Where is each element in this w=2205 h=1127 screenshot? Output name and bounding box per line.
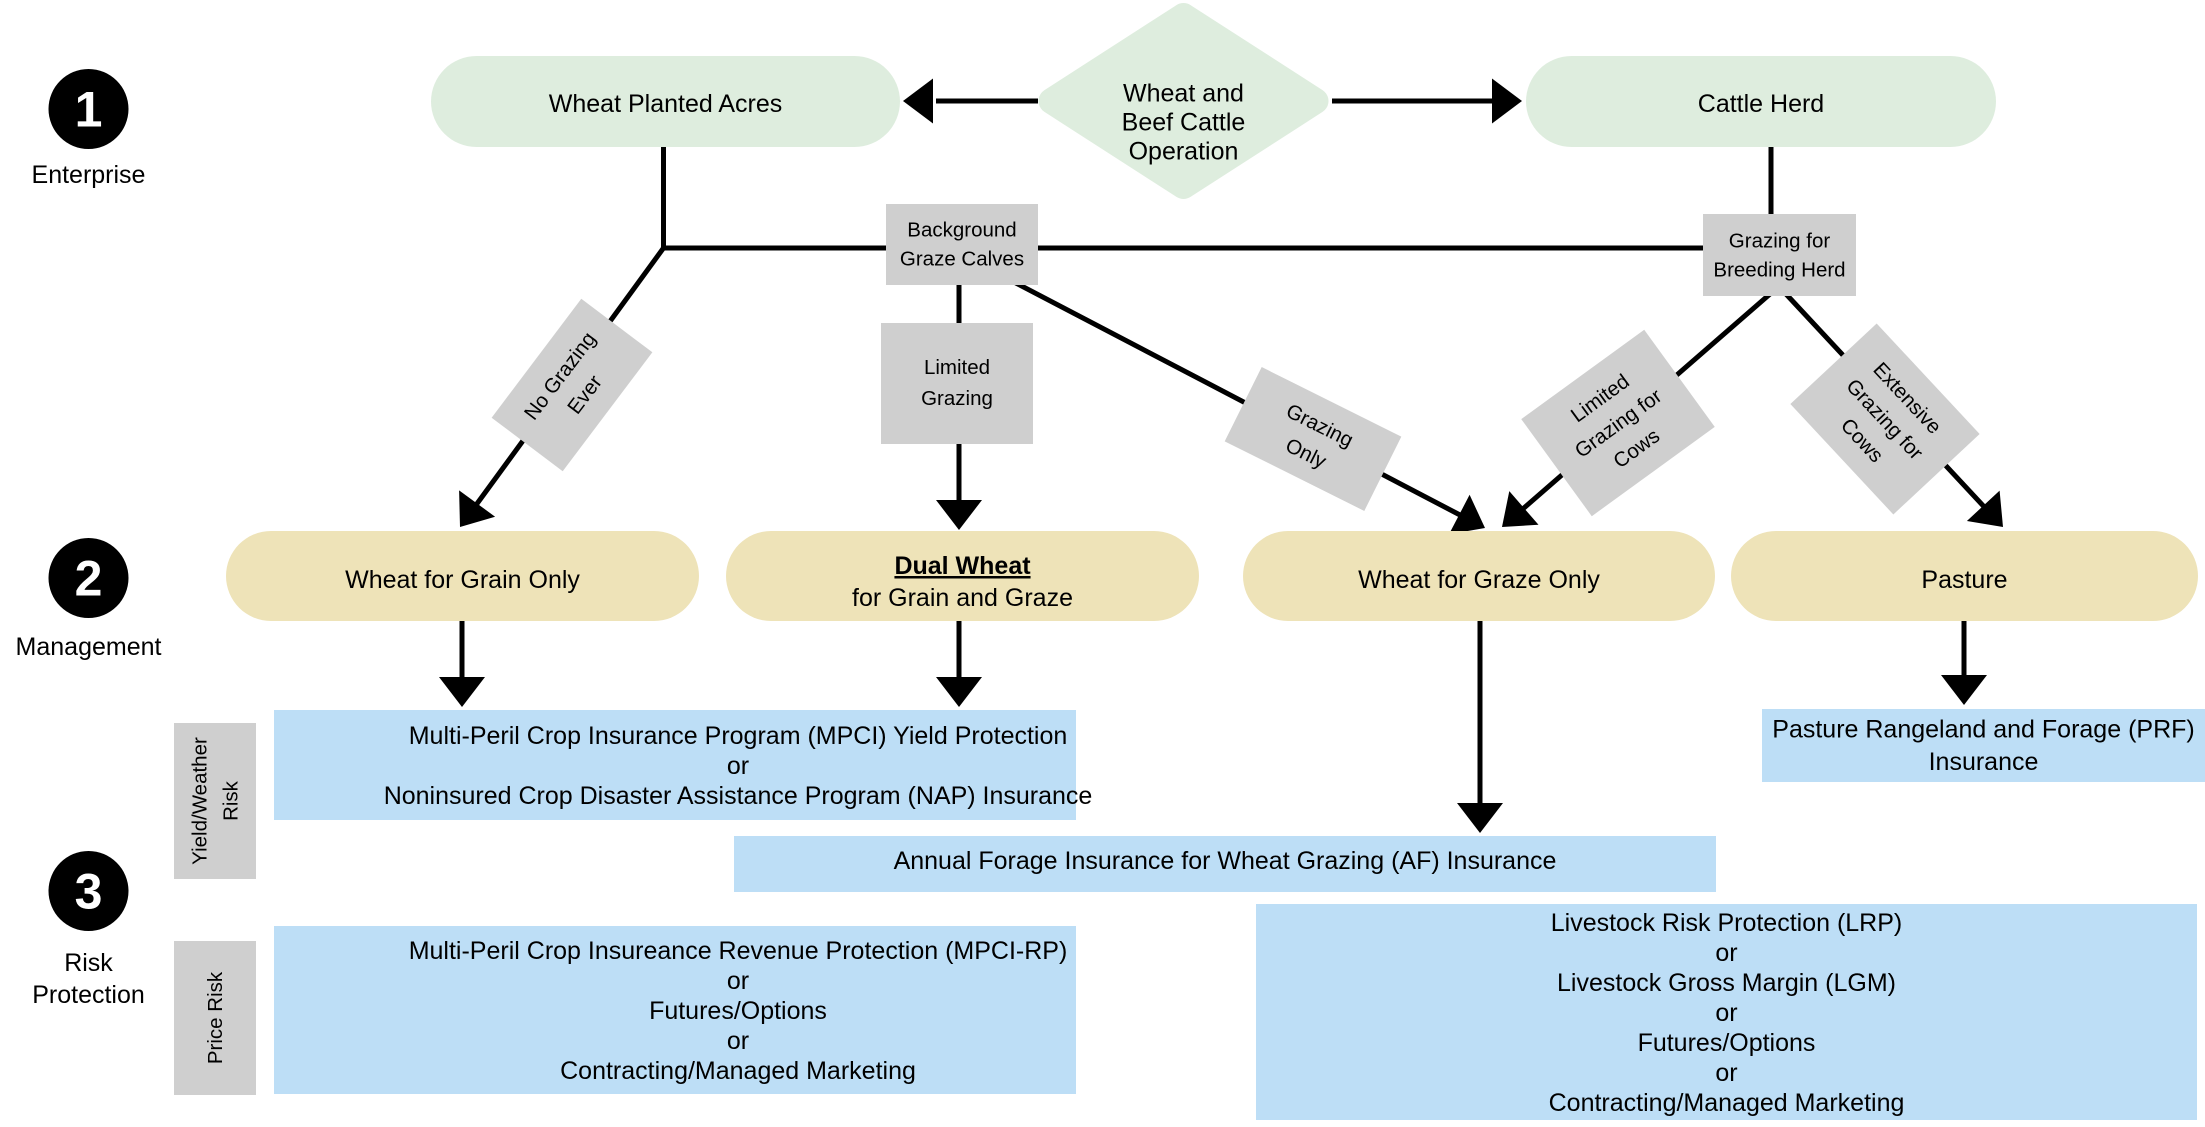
svg-text:Noninsured Crop Disaster Assis: Noninsured Crop Disaster Assistance Prog… — [384, 782, 1093, 810]
svg-text:Futures/Options: Futures/Options — [649, 997, 827, 1025]
svg-text:Multi-Peril Crop Insurance Pro: Multi-Peril Crop Insurance Program (MPCI… — [409, 722, 1068, 750]
svg-text:for Grain and Graze: for Grain and Graze — [852, 584, 1073, 612]
svg-text:Breeding Herd: Breeding Herd — [1713, 259, 1845, 282]
svg-text:Futures/Options: Futures/Options — [1638, 1029, 1816, 1057]
svg-text:Enterprise: Enterprise — [32, 161, 146, 189]
svg-text:Management: Management — [16, 633, 162, 661]
svg-text:or: or — [727, 752, 749, 780]
svg-text:Cattle Herd: Cattle Herd — [1698, 90, 1824, 118]
svg-text:Wheat and: Wheat and — [1123, 80, 1244, 108]
svg-text:Annual Forage Insurance for Wh: Annual Forage Insurance for Wheat Grazin… — [894, 847, 1557, 875]
svg-text:Pasture Rangeland and Forage (: Pasture Rangeland and Forage (PRF) — [1772, 716, 2194, 744]
svg-text:Pasture: Pasture — [1921, 566, 2007, 594]
svg-text:Beef Cattle: Beef Cattle — [1122, 109, 1246, 137]
svg-text:Multi-Peril Crop Insureance Re: Multi-Peril Crop Insureance Revenue Prot… — [409, 937, 1068, 965]
svg-text:Wheat for Graze Only: Wheat for Graze Only — [1358, 566, 1600, 594]
svg-text:Dual Wheat: Dual Wheat — [894, 552, 1031, 580]
svg-text:Contracting/Managed Marketing: Contracting/Managed Marketing — [560, 1057, 916, 1085]
svg-text:2: 2 — [75, 551, 103, 607]
svg-text:Risk: Risk — [220, 780, 243, 821]
svg-text:Background: Background — [907, 219, 1016, 242]
svg-text:Wheat for Grain Only: Wheat for Grain Only — [345, 566, 580, 594]
svg-text:Limited: Limited — [924, 356, 990, 379]
svg-text:or: or — [1715, 939, 1737, 967]
svg-text:or: or — [1715, 999, 1737, 1027]
svg-text:Livestock Risk Protection (LRP: Livestock Risk Protection (LRP) — [1551, 909, 1903, 937]
svg-text:Operation: Operation — [1129, 138, 1239, 166]
svg-text:Contracting/Managed Marketing: Contracting/Managed Marketing — [1549, 1089, 1905, 1117]
svg-text:Grazing: Grazing — [921, 387, 993, 410]
svg-text:Graze Calves: Graze Calves — [900, 248, 1024, 271]
svg-text:or: or — [727, 1027, 749, 1055]
svg-text:Risk: Risk — [64, 949, 113, 977]
svg-text:3: 3 — [75, 864, 103, 920]
svg-text:1: 1 — [75, 82, 103, 138]
svg-text:Insurance: Insurance — [1929, 748, 2039, 776]
svg-text:Grazing for: Grazing for — [1729, 230, 1831, 253]
svg-text:Protection: Protection — [32, 981, 145, 1009]
svg-text:or: or — [727, 967, 749, 995]
svg-text:Wheat Planted Acres: Wheat Planted Acres — [549, 90, 782, 118]
svg-text:Yield/Weather: Yield/Weather — [189, 737, 212, 865]
svg-text:Livestock Gross Margin (LGM): Livestock Gross Margin (LGM) — [1557, 969, 1896, 997]
svg-text:Price Risk: Price Risk — [204, 971, 227, 1064]
svg-text:or: or — [1715, 1059, 1737, 1087]
